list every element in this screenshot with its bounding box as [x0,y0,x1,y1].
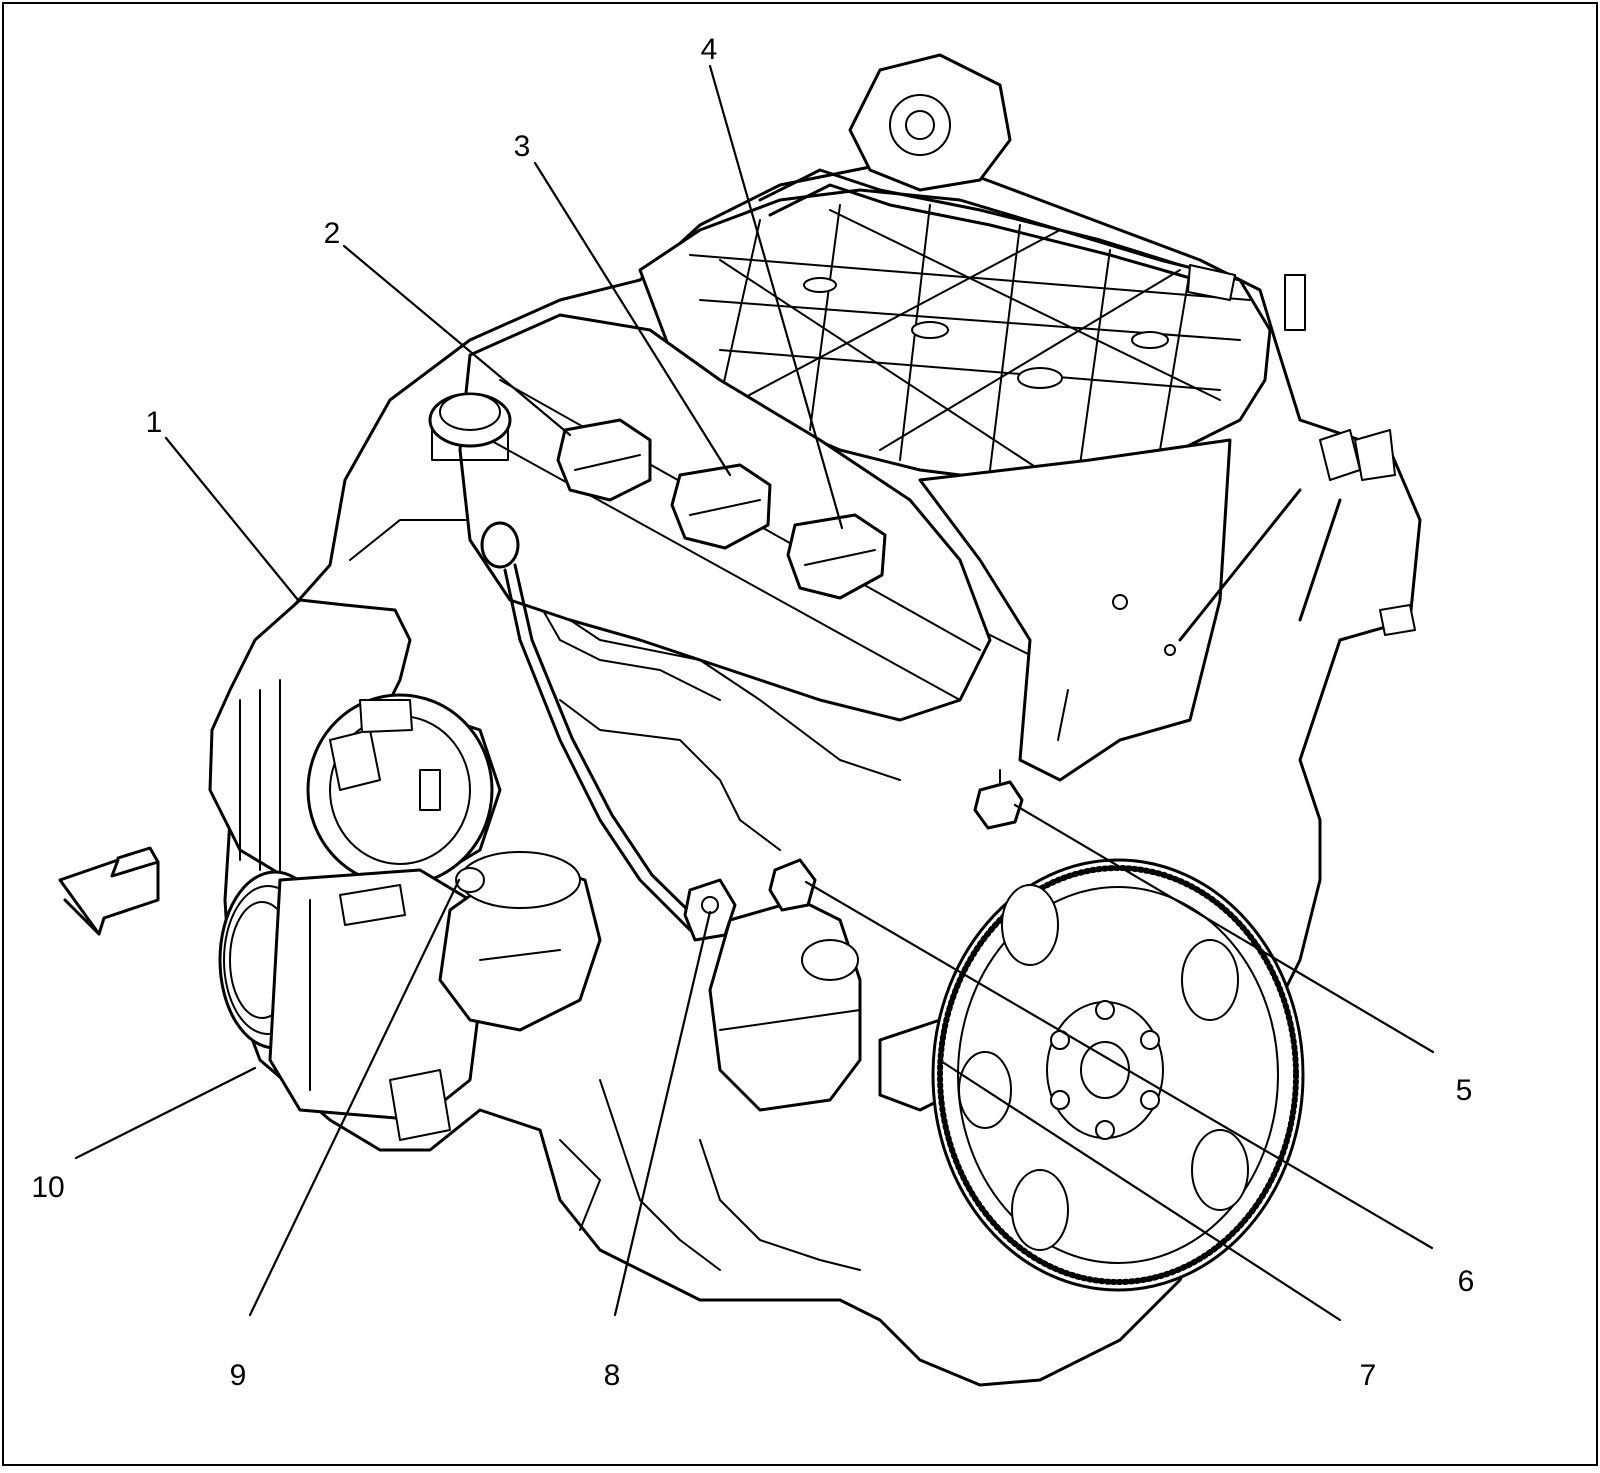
leader-line-10 [74,1066,257,1160]
callout-9: 9 [230,1359,247,1392]
ignition-coil-1 [556,418,652,502]
callout-3: 3 [514,130,531,163]
callout-7: 7 [1360,1359,1377,1392]
front-arrow-icon [58,846,160,936]
callout-10: 10 [31,1171,64,1204]
wiring-connectors [1178,429,1416,642]
callout-8: 8 [604,1359,621,1392]
leader-line-2 [342,244,572,437]
leader-line-7 [942,1061,1342,1322]
camshaft-position-sensor [973,769,1024,830]
ignition-coil-2 [670,463,772,550]
crankshaft-position-sensor [768,858,817,912]
heat-shield [918,438,1232,782]
callout-6: 6 [1458,1265,1475,1298]
leader-line-1 [164,436,300,602]
ac-compressor [218,868,482,1141]
flexplate [931,858,1305,1292]
dipstick-tube [480,521,702,932]
oil-filter [438,851,602,1032]
generator [208,598,502,892]
knock-sensor [683,878,737,942]
callout-2: 2 [324,217,341,250]
callout-4: 4 [701,33,718,66]
leader-line-6 [804,880,1434,1250]
callout-labels: 1 2 3 4 5 6 7 8 9 10 [31,33,1474,1392]
intake-manifold [638,53,1306,482]
callout-1: 1 [146,406,163,439]
leader-lines [74,64,1435,1322]
leader-line-8 [613,910,712,1317]
leader-line-9 [248,878,461,1317]
leader-line-4 [708,64,844,530]
leader-line-3 [533,161,732,477]
leader-line-5 [1013,803,1435,1054]
ignition-coil-3 [786,513,887,600]
callout-5: 5 [1456,1074,1473,1107]
